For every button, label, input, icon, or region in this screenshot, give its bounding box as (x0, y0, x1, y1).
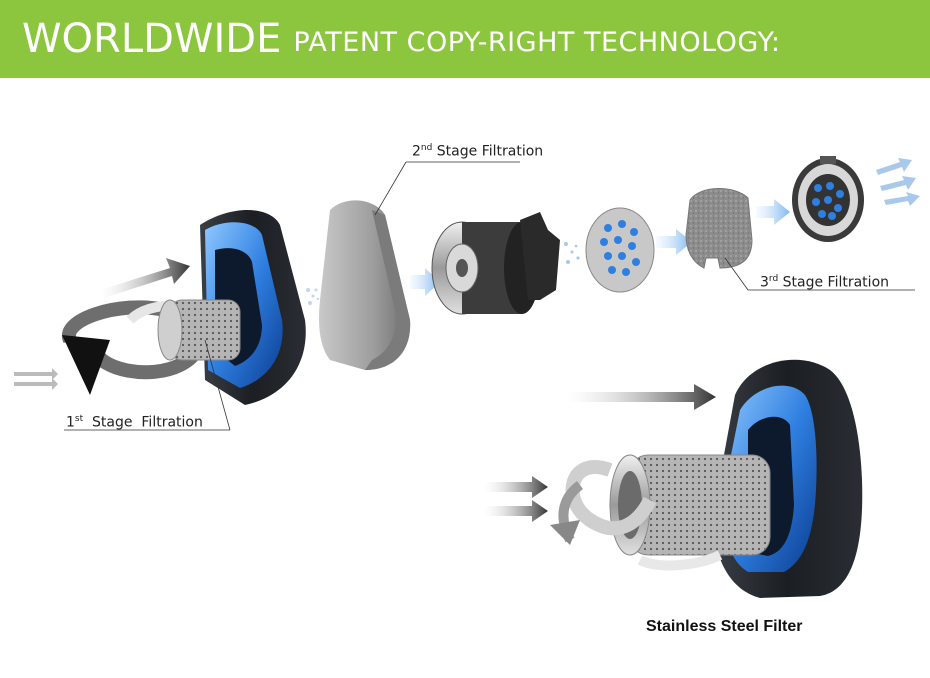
motor-unit (431, 212, 560, 315)
banner-title-sub: PATENT COPY-RIGHT TECHNOLOGY: (293, 26, 781, 58)
label-leader-lines (64, 161, 915, 431)
stage1-label: 1st Stage Filtration (66, 414, 203, 431)
airflow-arrow-3 (656, 229, 692, 255)
airflow-arrow-top (100, 258, 190, 298)
detail-steel-mesh-cylinder (609, 454, 771, 556)
stage2-label: 2nd Stage Filtration (412, 143, 544, 160)
exhaust-arrows (876, 158, 920, 206)
stage3-label: 3rd Stage Filtration (760, 274, 890, 291)
detail-swirl-icon (550, 460, 723, 571)
stage2-foam-filter (319, 200, 411, 370)
stage3-hepa-filter (685, 188, 753, 269)
stainless-steel-filter-caption: Stainless Steel Filter (646, 618, 803, 635)
airflow-mist-2 (564, 242, 580, 264)
banner-title-main: WORLDWIDE (22, 16, 282, 62)
intake-arrows (14, 368, 58, 390)
airflow-mist (306, 288, 320, 305)
header-banner: WORLDWIDE PATENT COPY-RIGHT TECHNOLOGY: (0, 0, 930, 78)
perforated-disc (585, 207, 655, 293)
exhaust-cap (792, 156, 864, 242)
detail-arrow-top (566, 384, 716, 410)
airflow-arrow-4 (756, 199, 790, 225)
stage1-mesh-cylinder (157, 299, 241, 361)
detail-intake-arrows (484, 476, 548, 522)
